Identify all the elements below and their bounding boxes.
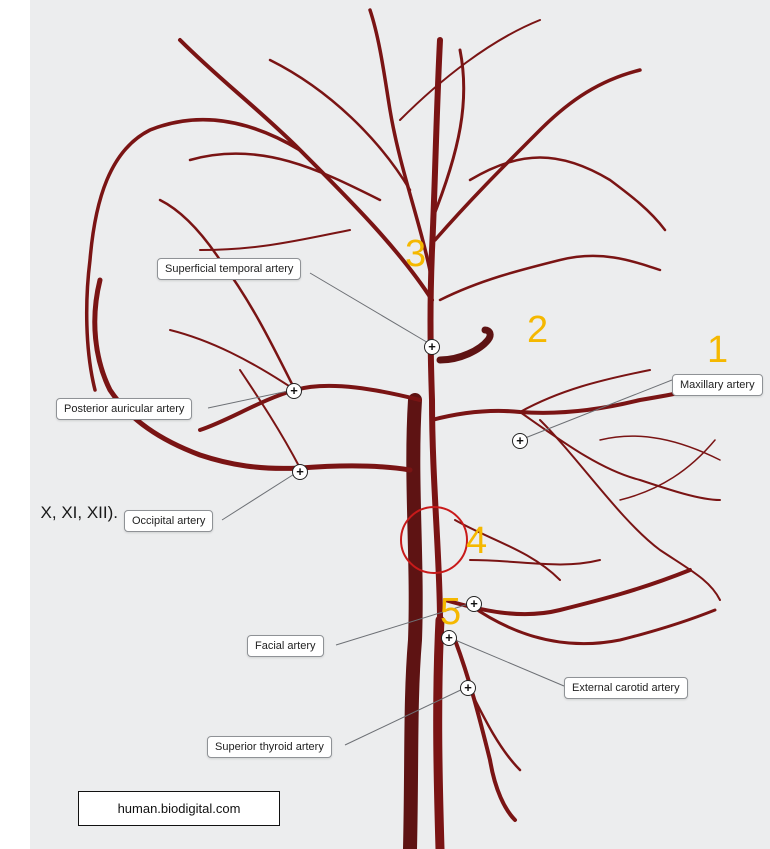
number-3: 3 [405,235,426,273]
number-5: 5 [440,593,461,631]
plus-marker-maxillary[interactable]: + [512,433,528,449]
number-4: 4 [466,522,487,560]
credit-box: human.biodigital.com [78,791,280,826]
plus-marker-superficial-temporal[interactable]: + [424,339,440,355]
label-posterior-auricular-artery[interactable]: Posterior auricular artery [56,398,192,420]
label-facial-artery[interactable]: Facial artery [247,635,324,657]
number-2: 2 [527,311,548,349]
number-1: 1 [707,331,728,369]
plus-marker-superior-thyroid[interactable]: + [460,680,476,696]
plus-marker-facial[interactable]: + [466,596,482,612]
label-maxillary-artery[interactable]: Maxillary artery [672,374,763,396]
label-occipital-artery[interactable]: Occipital artery [124,510,213,532]
label-superficial-temporal-artery[interactable]: Superficial temporal artery [157,258,301,280]
label-external-carotid-artery[interactable]: External carotid artery [564,677,688,699]
label-superior-thyroid-artery[interactable]: Superior thyroid artery [207,736,332,758]
plus-marker-posterior-auricular[interactable]: + [286,383,302,399]
plus-marker-occipital[interactable]: + [292,464,308,480]
